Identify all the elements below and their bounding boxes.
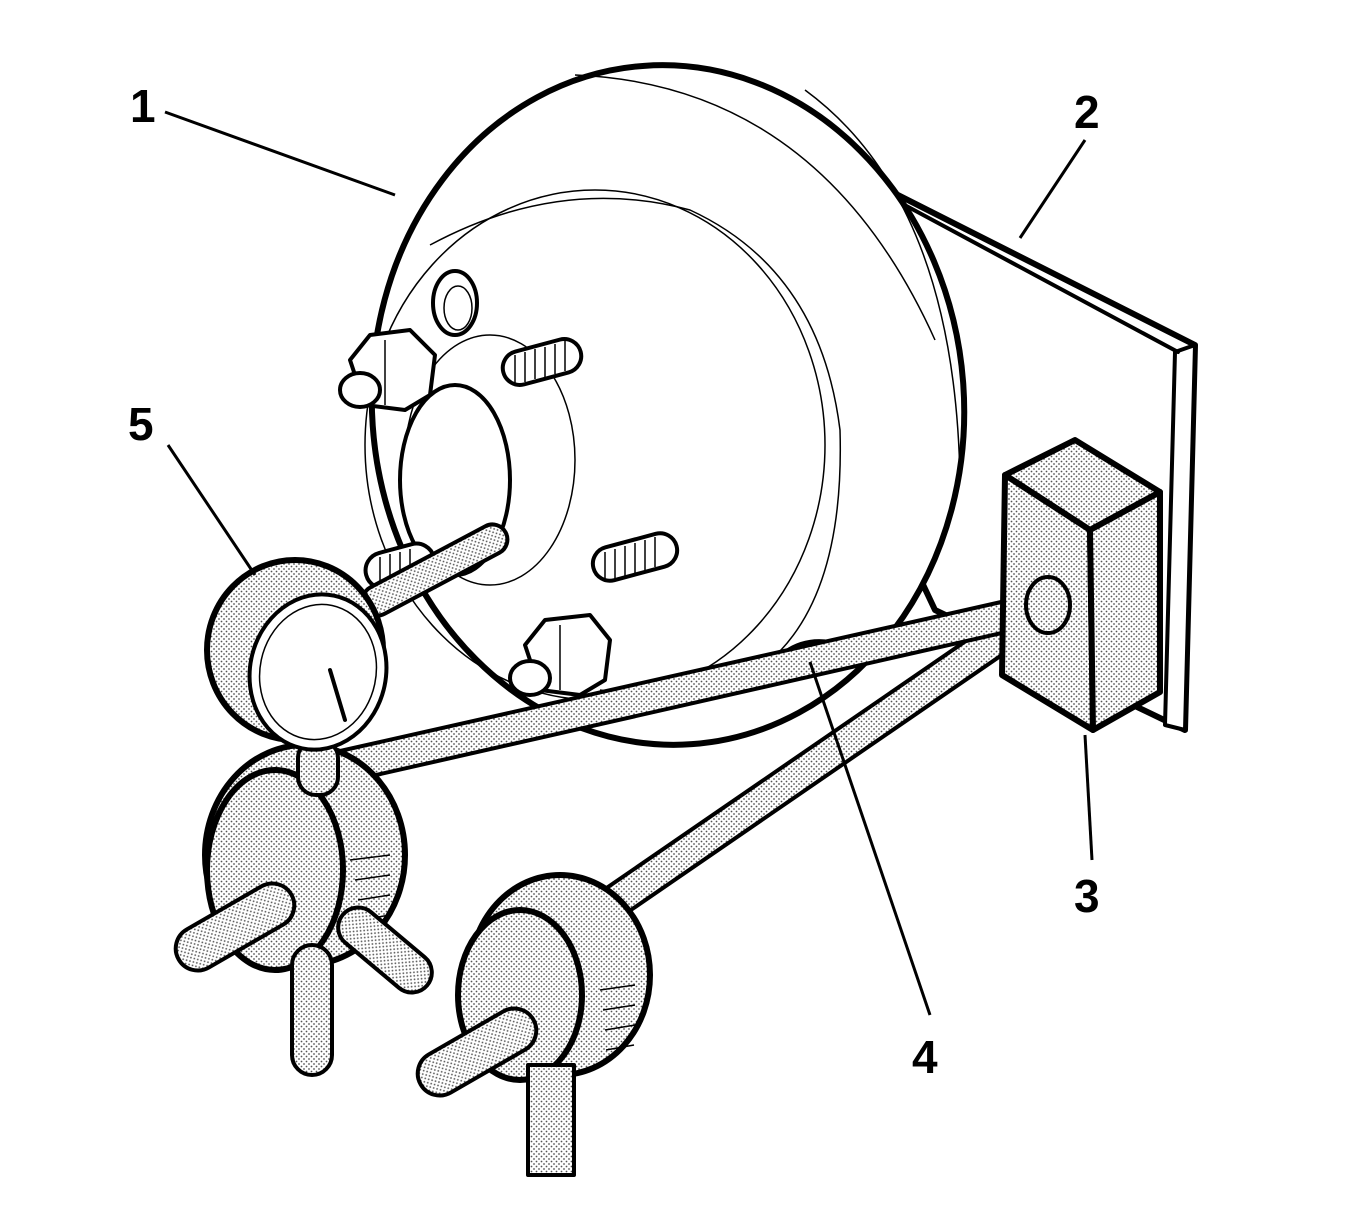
callout-5-leader <box>166 444 257 576</box>
callout-4-leader <box>808 661 932 1016</box>
callout-3: 3 <box>1074 870 1100 922</box>
callout-2: 2 <box>1074 86 1100 138</box>
wheel-stud-upper <box>500 337 584 387</box>
callout-2-leader <box>1018 139 1087 239</box>
wheel-stud-lower <box>590 531 680 583</box>
lug-nut-lower <box>508 613 612 697</box>
callout-1: 1 <box>130 80 156 132</box>
lower-clamp <box>415 872 653 1177</box>
callout-5: 5 <box>128 398 154 450</box>
callout-4: 4 <box>912 1031 938 1083</box>
callout-3-leader <box>1083 734 1094 861</box>
dial-indicator <box>204 522 510 797</box>
lug-nut-upper <box>338 328 437 412</box>
callout-1-leader <box>164 110 396 197</box>
magnetic-base <box>999 437 1163 733</box>
upper-clamp <box>173 742 434 1077</box>
